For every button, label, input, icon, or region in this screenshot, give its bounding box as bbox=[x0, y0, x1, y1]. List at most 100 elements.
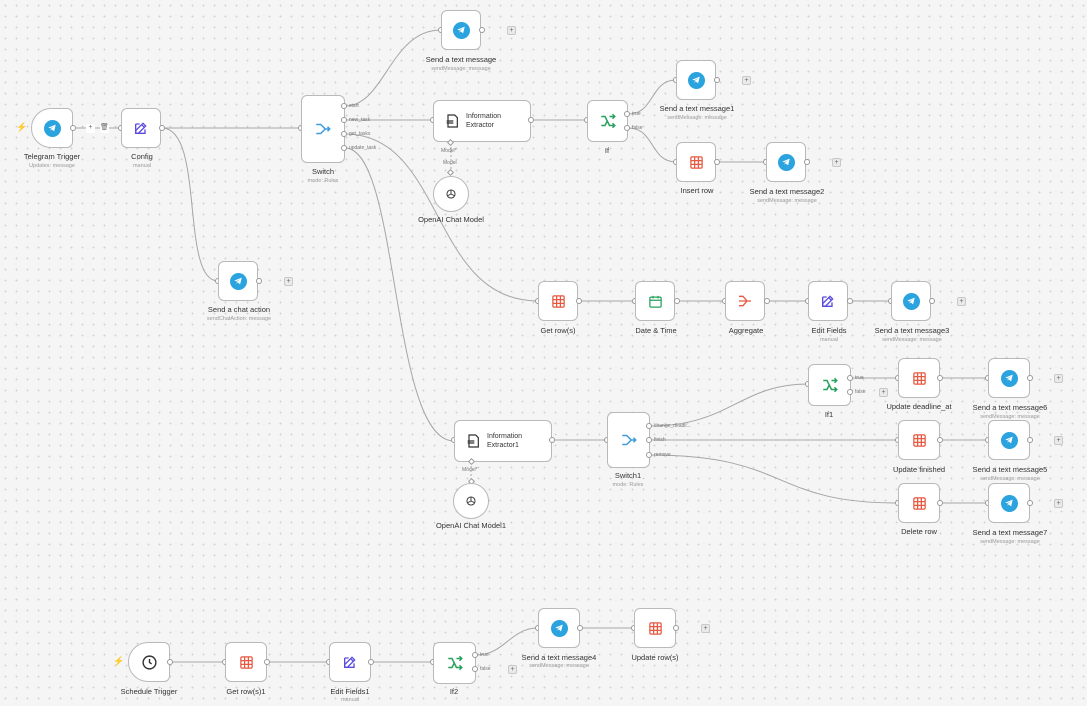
node-send-text-message3[interactable] bbox=[891, 281, 931, 321]
node-get-rows1[interactable] bbox=[225, 642, 267, 682]
node-send-text-message[interactable] bbox=[441, 10, 481, 50]
node-subtitle: sendMessage: message bbox=[529, 663, 589, 669]
node-update-finished[interactable] bbox=[898, 420, 940, 460]
output-port[interactable] bbox=[1027, 437, 1033, 443]
node-aggregate[interactable] bbox=[725, 281, 765, 321]
edge bbox=[627, 79, 677, 115]
output-port[interactable] bbox=[264, 659, 270, 665]
node-if1[interactable] bbox=[808, 364, 851, 406]
output-port[interactable] bbox=[1027, 375, 1033, 381]
trash-icon[interactable]: 🗑 bbox=[100, 124, 109, 133]
output-port[interactable] bbox=[804, 159, 810, 165]
output-port[interactable] bbox=[159, 125, 165, 131]
node-label: Edit Fields1 bbox=[330, 687, 370, 696]
node-openai-chat-model[interactable] bbox=[433, 176, 469, 212]
output-port[interactable] bbox=[646, 437, 652, 443]
output-port[interactable] bbox=[167, 659, 173, 665]
output-port[interactable] bbox=[646, 423, 652, 429]
node-send-text-message1[interactable] bbox=[676, 60, 716, 100]
output-label: get_tasks bbox=[349, 131, 371, 137]
node-text: Information Extractor1 bbox=[487, 433, 523, 449]
output-port[interactable] bbox=[847, 389, 853, 395]
plus-icon[interactable]: + bbox=[957, 297, 966, 306]
node-delete-row[interactable] bbox=[898, 483, 940, 523]
node-label: Send a text message5 bbox=[972, 465, 1048, 474]
pencil-icon bbox=[822, 295, 834, 307]
node-send-chat-action[interactable] bbox=[218, 261, 258, 301]
output-port[interactable] bbox=[528, 117, 534, 123]
output-port[interactable] bbox=[929, 298, 935, 304]
node-switch[interactable] bbox=[301, 95, 345, 163]
node-get-rows[interactable] bbox=[538, 281, 578, 321]
output-port[interactable] bbox=[714, 77, 720, 83]
plus-icon[interactable]: + bbox=[1054, 374, 1063, 383]
edge bbox=[475, 627, 539, 656]
output-port[interactable] bbox=[341, 145, 347, 151]
plus-icon[interactable]: + bbox=[1054, 436, 1063, 445]
node-edit-fields1[interactable] bbox=[329, 642, 371, 682]
output-port[interactable] bbox=[673, 625, 679, 631]
node-send-text-message4[interactable] bbox=[538, 608, 580, 648]
node-schedule-trigger[interactable] bbox=[128, 642, 170, 682]
node-date-time[interactable] bbox=[635, 281, 675, 321]
node-send-text-message6[interactable] bbox=[988, 358, 1030, 398]
output-port[interactable] bbox=[576, 298, 582, 304]
plus-icon[interactable]: + bbox=[507, 26, 516, 35]
node-if[interactable] bbox=[587, 100, 628, 142]
table-grid-icon bbox=[912, 433, 926, 447]
plus-icon[interactable]: + bbox=[284, 277, 293, 286]
node-telegram-trigger[interactable] bbox=[31, 108, 73, 148]
node-update-rows[interactable] bbox=[634, 608, 676, 648]
node-update-deadline[interactable] bbox=[898, 358, 940, 398]
node-insert-row[interactable] bbox=[676, 142, 716, 182]
table-grid-icon bbox=[551, 294, 565, 308]
output-port[interactable] bbox=[479, 27, 485, 33]
node-label: Send a text message7 bbox=[972, 528, 1048, 537]
plus-icon[interactable]: + bbox=[508, 665, 517, 674]
output-port[interactable] bbox=[937, 500, 943, 506]
output-port[interactable] bbox=[549, 437, 555, 443]
node-config[interactable] bbox=[121, 108, 161, 148]
output-port[interactable] bbox=[472, 666, 478, 672]
output-port[interactable] bbox=[577, 625, 583, 631]
plus-icon[interactable]: + bbox=[879, 388, 888, 397]
output-port[interactable] bbox=[341, 117, 347, 123]
node-send-text-message5[interactable] bbox=[988, 420, 1030, 460]
node-send-text-message2[interactable] bbox=[766, 142, 806, 182]
node-information-extractor[interactable]: Information Extractor bbox=[433, 100, 531, 142]
node-label: Get row(s)1 bbox=[226, 687, 266, 696]
plus-icon[interactable]: + bbox=[832, 158, 841, 167]
output-port[interactable] bbox=[646, 452, 652, 458]
edge bbox=[161, 127, 219, 282]
plus-icon[interactable]: + bbox=[701, 624, 710, 633]
output-port[interactable] bbox=[368, 659, 374, 665]
output-port[interactable] bbox=[472, 652, 478, 658]
calendar-icon bbox=[648, 295, 662, 308]
node-label: OpenAI Chat Model1 bbox=[435, 521, 507, 530]
output-port[interactable] bbox=[937, 437, 943, 443]
node-information-extractor1[interactable]: Information Extractor1 bbox=[454, 420, 552, 462]
output-port[interactable] bbox=[341, 103, 347, 109]
plus-icon[interactable]: + bbox=[1054, 499, 1063, 508]
output-port[interactable] bbox=[341, 131, 347, 137]
output-port[interactable] bbox=[256, 278, 262, 284]
output-port[interactable] bbox=[764, 298, 770, 304]
output-port[interactable] bbox=[847, 375, 853, 381]
output-port[interactable] bbox=[70, 125, 76, 131]
output-port[interactable] bbox=[714, 159, 720, 165]
node-subtitle: sendMessage: message bbox=[757, 198, 817, 204]
node-edit-fields[interactable] bbox=[808, 281, 848, 321]
output-port[interactable] bbox=[624, 125, 630, 131]
node-openai-chat-model1[interactable] bbox=[453, 483, 489, 519]
output-port[interactable] bbox=[937, 375, 943, 381]
node-label: Send a text message3 bbox=[874, 326, 950, 335]
node-send-text-message7[interactable] bbox=[988, 483, 1030, 523]
plus-icon[interactable]: + bbox=[742, 76, 751, 85]
output-port[interactable] bbox=[674, 298, 680, 304]
plus-icon[interactable]: + bbox=[86, 124, 95, 133]
output-port[interactable] bbox=[624, 111, 630, 117]
output-port[interactable] bbox=[1027, 500, 1033, 506]
output-port[interactable] bbox=[847, 298, 853, 304]
node-switch1[interactable] bbox=[607, 412, 650, 468]
node-if2[interactable] bbox=[433, 642, 476, 684]
